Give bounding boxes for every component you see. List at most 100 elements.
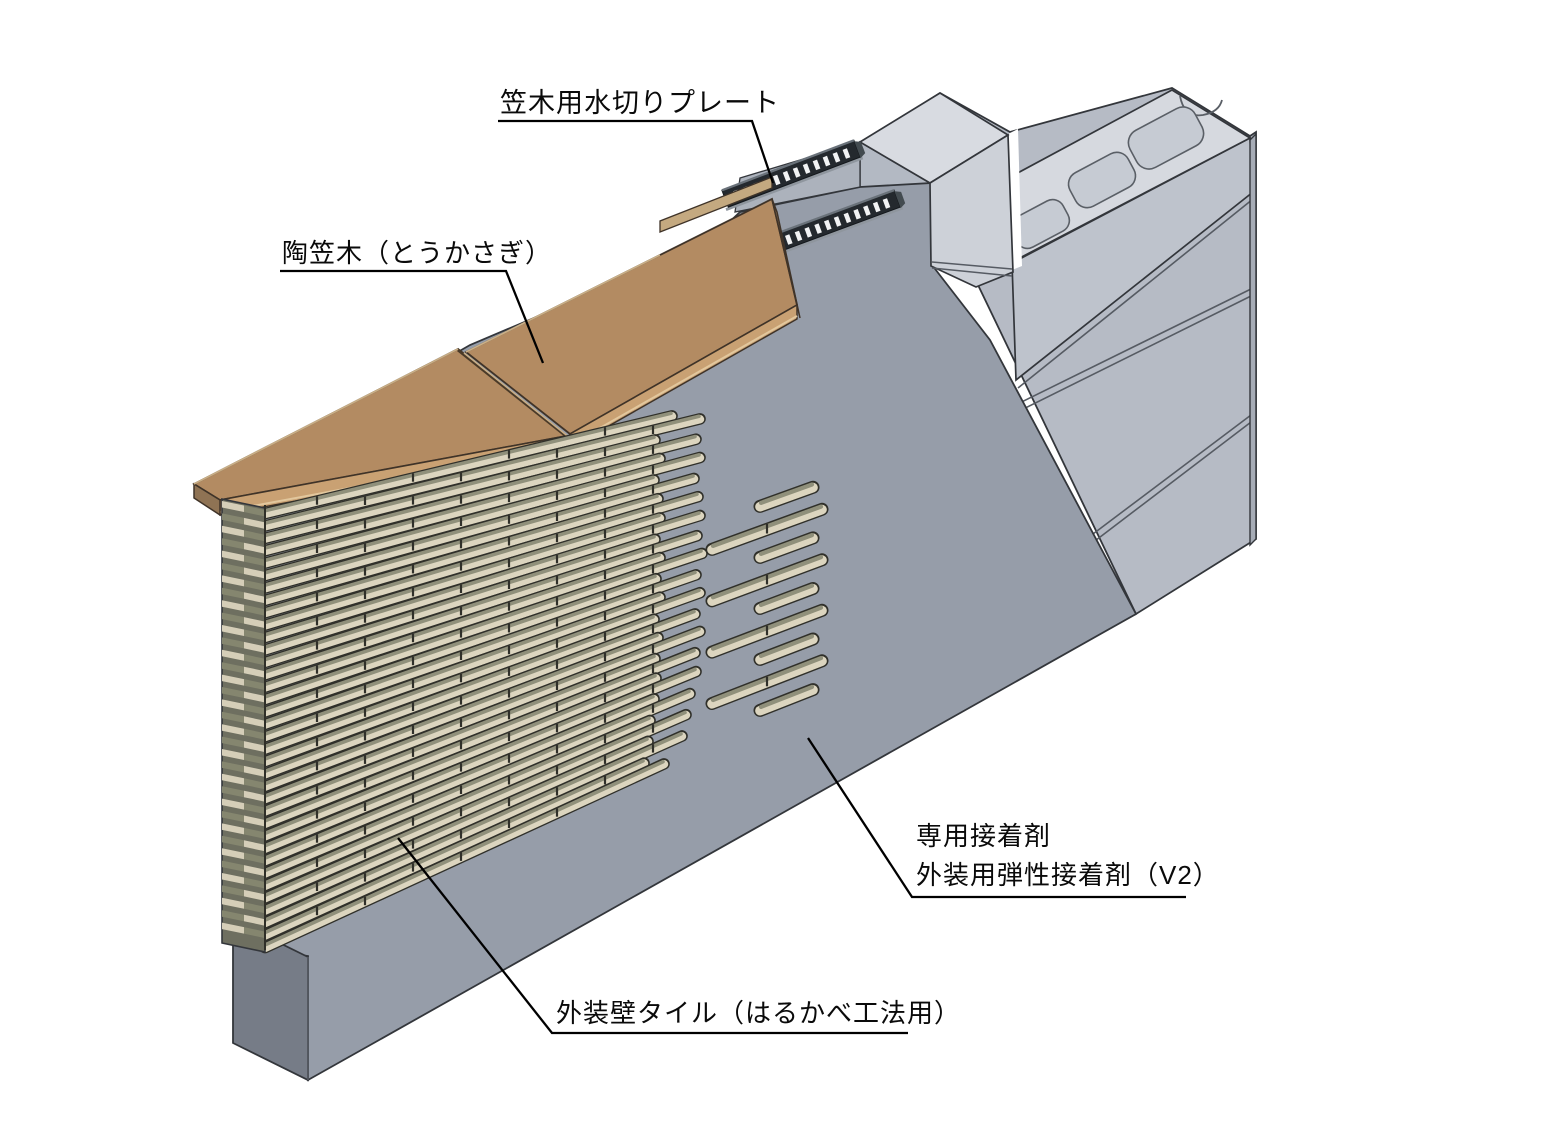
tile-end-facet [222,736,244,748]
pillar-joint-line [931,261,1013,270]
tile-row-face [260,760,669,953]
tile-row-face [260,476,659,593]
coping-chamfer-line [569,315,798,446]
tile-row-face [260,415,705,531]
tile-end-facet [222,625,244,636]
tile-row-face [260,588,705,754]
tile-row-face [260,511,705,655]
drip-plate-slit [843,212,852,224]
tile-row-top [264,435,656,538]
tile-end-facet [244,741,265,753]
tile-end-facet [244,530,265,542]
corner-pillar [858,92,1014,288]
tile-end-facet [222,600,244,612]
drip-plate-slit [814,223,822,234]
tile-row-face [260,654,660,816]
tile-end-facet [244,567,265,579]
tile-row-top [264,549,703,699]
tile-end-facet [244,840,265,852]
leader-line [807,737,1186,899]
drip-plate-slit [872,201,881,213]
tile-end-facet [222,798,244,810]
tile-row-top [264,553,661,686]
tile-row-top [264,492,699,624]
tile-end-facet [222,897,244,909]
tile-end-facet [244,865,265,877]
coping-left-end-face [193,482,221,517]
drip-plate-slit [882,198,891,209]
tile-row-top [264,588,701,748]
tile-row-top [264,716,651,885]
tile-row-face [260,732,687,928]
tile-row-top [264,759,665,947]
tile-end-facet [244,617,265,629]
tile-end-facet [244,555,265,567]
label-text: 外装用弾性接着剤（V2） [916,860,1220,890]
tile-row-face [260,694,659,866]
tile-row-face [260,674,661,841]
leader-line [498,119,775,184]
patch-row-face [755,685,818,716]
tile-row-face [260,710,691,903]
drip-plate-slit [822,155,831,167]
patch-row-top [758,634,815,659]
drip-plate-end [854,141,866,159]
tile-row-top [264,689,691,872]
label-exterior-wall-tile: 外装壁タイル（はるかべ工法用） [397,837,960,1035]
tile-end-facet [244,753,265,765]
tile-row-face [260,454,665,568]
tile-row-top [264,609,696,773]
tile-row-face [260,759,649,940]
drip-plate-slit [832,152,841,163]
tile-end-facet [244,765,265,777]
tile-end-facet [244,716,265,728]
tile-end-facet [244,604,265,616]
tile-row-face [260,615,659,767]
tile-row-face [260,716,655,891]
block-hole [1127,106,1205,170]
tile-row-face [260,593,665,742]
tiled-wall [221,410,829,1082]
tile-end-facet [222,513,244,525]
coping-joint-highlight [463,352,571,439]
tile-end-facet [244,542,265,554]
tile-end-facet [222,885,244,897]
drip-plate-end [894,191,906,209]
drip-plate-slit [804,227,813,238]
tile-end-facet [222,587,244,599]
tile-end-facet [222,575,244,587]
tile-row-face [260,535,660,667]
drip-plate-cap [763,189,895,240]
tile-row-face [260,689,695,878]
drip-plate-slit [792,167,801,178]
tile-end-facet [222,525,244,537]
patch-row-face [755,533,818,563]
tile-row-face [260,633,663,791]
pillar-joint-line [931,267,1013,277]
tile-row-top [264,592,661,736]
tile-row-face [260,531,702,680]
tile-row-face [260,610,700,779]
drip-plate-slit [785,234,793,245]
tile-row-face [260,435,701,556]
tile-row-top [264,513,661,637]
drip-plate-slit [833,216,842,227]
tile-end-facet [222,649,244,661]
tile-end-facet [244,902,265,914]
tile-row-top [264,570,697,724]
tile-end-facet [244,914,265,926]
patch-row-top [758,532,815,557]
label-text: 専用接着剤 [916,821,1051,851]
top-block-side-face [1249,132,1257,547]
patch-row-top [758,684,815,710]
tile-end-facet [222,563,244,574]
tile-end-facet [222,860,244,872]
tile-row-top [264,453,701,575]
tile-end-facet [222,835,244,847]
tile-end-facet [222,848,244,860]
tile-end-facet [244,579,265,591]
tile-end-facet [244,827,265,839]
tile-row-top [264,511,701,649]
tile-row-top [264,737,649,910]
